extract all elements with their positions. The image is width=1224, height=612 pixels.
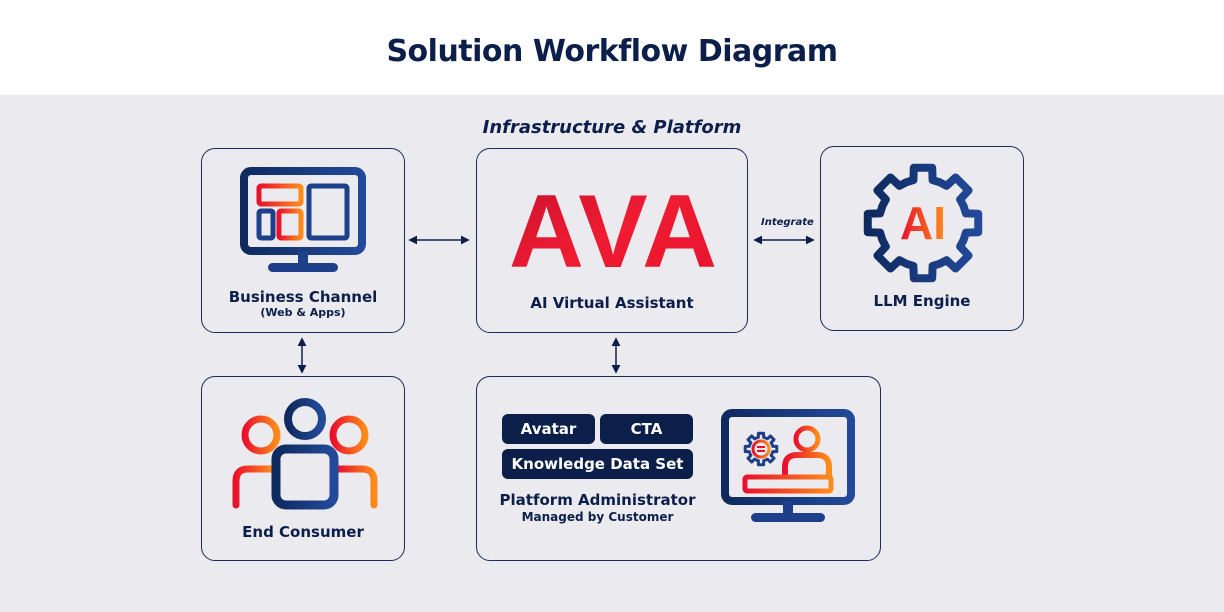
node-sublabel: Managed by Customer	[521, 510, 674, 524]
node-label: Business Channel	[228, 288, 378, 306]
ava-logo-text: AVA	[509, 174, 719, 290]
ava-logo: AVA	[509, 174, 717, 290]
diagram-title: Solution Workflow Diagram	[386, 34, 838, 69]
monitor-dashboard-icon	[240, 167, 366, 272]
chip-avatar: Avatar	[502, 414, 595, 444]
gear-ai-icon: AI	[863, 163, 983, 283]
chip-cta: CTA	[600, 414, 693, 444]
node-sublabel: (Web & Apps)	[260, 306, 346, 319]
section-title: Infrastructure & Platform	[482, 117, 742, 138]
node-label: AI Virtual Assistant	[530, 294, 694, 312]
node-business-channel: Business Channel (Web & Apps)	[201, 148, 405, 333]
node-platform-administrator: Avatar CTA Knowledge Data Set Platform A…	[476, 376, 881, 561]
node-label: End Consumer	[242, 523, 364, 541]
node-ai-virtual-assistant: AVA AI Virtual Assistant	[476, 148, 748, 333]
node-label: LLM Engine	[873, 292, 971, 310]
node-end-consumer: End Consumer	[201, 376, 405, 561]
node-llm-engine: AI LLM Engine	[820, 146, 1024, 331]
users-group-icon	[232, 398, 378, 510]
chip-knowledge-data-set: Knowledge Data Set	[502, 449, 693, 479]
admin-monitor-icon	[721, 409, 855, 522]
ai-icon-text: AI	[900, 197, 946, 249]
edge-label-integrate: Integrate	[761, 217, 814, 228]
node-label: Platform Administrator	[499, 491, 696, 509]
